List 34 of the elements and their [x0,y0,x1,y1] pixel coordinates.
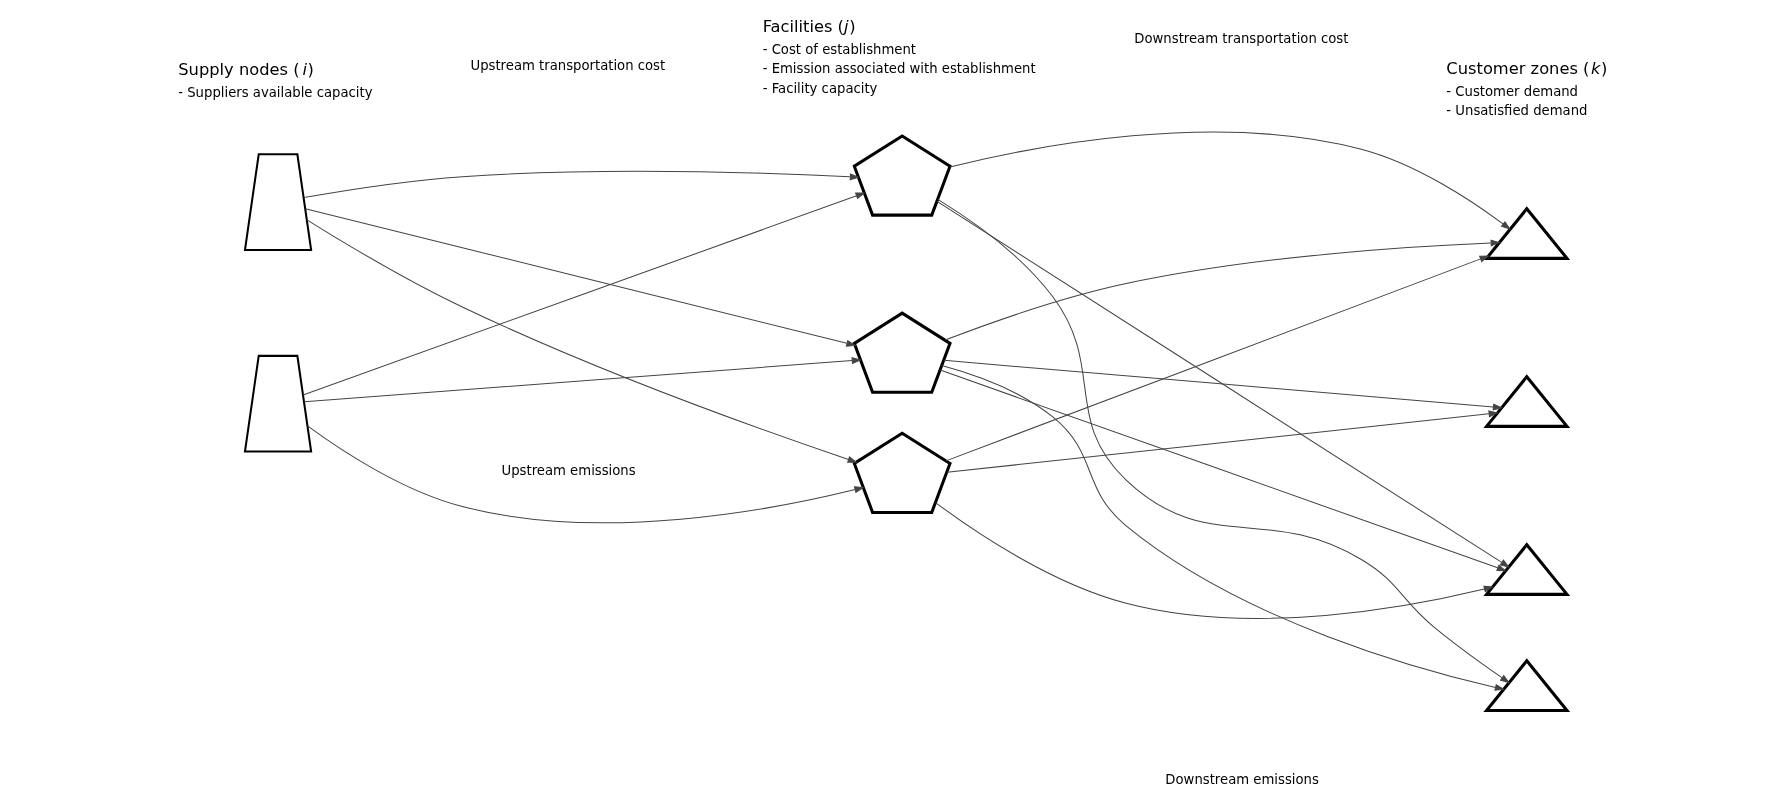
arrow [307,425,865,524]
arrow [306,219,858,463]
arrow [303,357,862,403]
label: - Facility capacity [762,80,878,96]
arrow [936,200,1510,568]
label: Facilities (j) [762,16,856,36]
node-triangle [1483,206,1571,260]
arrow [302,192,866,396]
label: - Cost of establishment [762,41,917,57]
node-triangle [1483,658,1571,712]
arrow [304,208,857,347]
arrow [939,369,1507,572]
arrow [949,131,1511,230]
label: - Suppliers available capacity [178,84,373,100]
node-trapezoid [243,153,313,251]
node-triangle [1483,374,1571,428]
arrow [945,255,1490,462]
label: Downstream transportation cost [1134,30,1349,46]
arrow [303,170,860,199]
arrow [937,198,1511,684]
arrow [943,359,1504,411]
label: - Unsatisfied demand [1446,102,1588,118]
arrow [946,410,1499,473]
arrow [935,502,1494,619]
arrow [941,365,1506,691]
label: - Emission associated with establishment [762,61,1036,77]
label: Customer zones (k) [1446,58,1608,78]
label: Upstream emissions [501,463,636,479]
label: Downstream emissions [1165,771,1319,787]
arrow [944,239,1501,341]
label: Supply nodes (i) [178,59,314,79]
node-trapezoid [243,354,313,453]
label: - Customer demand [1446,83,1579,99]
label: Upstream transportation cost [470,58,666,74]
